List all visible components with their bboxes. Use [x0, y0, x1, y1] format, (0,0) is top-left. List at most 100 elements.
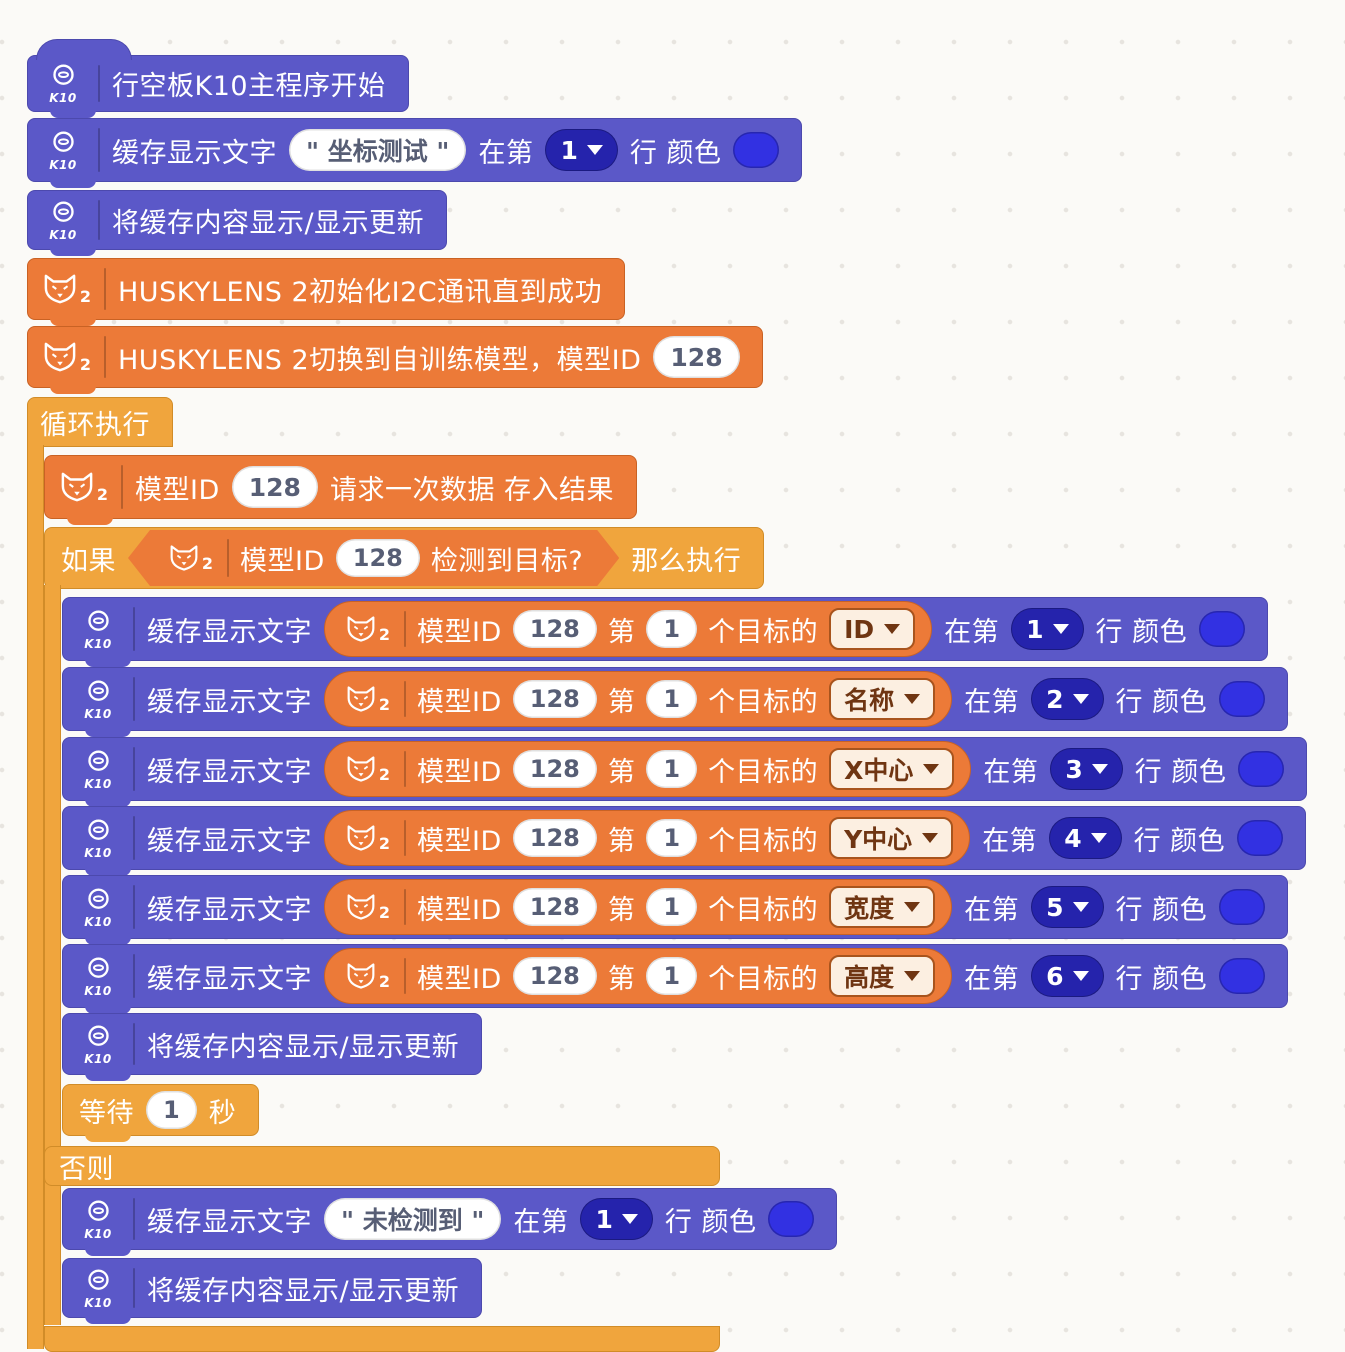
reporter-target-property[interactable]: 2 模型ID 128 第 1 个目标的 ID — [324, 601, 933, 657]
block-label: 第 — [607, 686, 636, 718]
huskylens-icon-sub: 2 — [378, 625, 391, 644]
separator — [133, 885, 135, 929]
row-number-dropdown[interactable]: 1 — [1011, 608, 1084, 650]
model-id-input[interactable]: 128 — [336, 539, 420, 577]
separator — [404, 820, 406, 856]
property-value: 名称 — [844, 686, 895, 715]
block-label: HUSKYLENS 2切换到自训练模型，模型ID — [118, 344, 642, 376]
block-label: 缓存显示文字 — [147, 825, 312, 857]
block-label: 缓存显示文字 — [147, 756, 312, 788]
block-label: 个目标的 — [708, 894, 819, 926]
text-input[interactable]: " 未检测到 " — [324, 1198, 502, 1240]
reporter-target-property[interactable]: 2 模型ID 128 第 1 个目标的 高度 — [324, 948, 953, 1004]
property-dropdown[interactable]: 高度 — [829, 955, 936, 997]
separator — [98, 200, 100, 240]
block-huskylens-switch-model[interactable]: 2 HUSKYLENS 2切换到自训练模型，模型ID 128 — [27, 326, 763, 394]
block-show-update[interactable]: K10 将缓存内容显示/显示更新 — [62, 1013, 483, 1081]
target-index-input[interactable]: 1 — [646, 957, 698, 995]
block-display-target-id[interactable]: K10 缓存显示文字 2 模型ID 128 第 1 个目标的 ID 在第 1 行… — [62, 597, 1269, 667]
model-id-input[interactable]: 128 — [231, 466, 318, 508]
wait-seconds-input[interactable]: 1 — [146, 1091, 197, 1129]
model-id-input[interactable]: 128 — [512, 750, 597, 788]
block-display-target-ycenter[interactable]: K10 缓存显示文字 2 模型ID 128 第 1 个目标的 Y中心 在第 4 … — [62, 806, 1307, 876]
color-swatch[interactable] — [1219, 889, 1266, 925]
block-show-update[interactable]: K10 将缓存内容显示/显示更新 — [62, 1258, 483, 1324]
reporter-target-property[interactable]: 2 模型ID 128 第 1 个目标的 X中心 — [324, 741, 972, 797]
block-start-hat[interactable]: K10 行空板K10主程序开始 — [27, 39, 409, 118]
color-swatch[interactable] — [1237, 820, 1284, 856]
target-index-input[interactable]: 1 — [646, 888, 698, 926]
row-number-dropdown[interactable]: 5 — [1031, 886, 1104, 928]
block-huskylens-init[interactable]: 2 HUSKYLENS 2初始化I2C通讯直到成功 — [27, 258, 626, 326]
property-dropdown[interactable]: Y中心 — [829, 817, 954, 859]
block-request-data[interactable]: 2 模型ID 128 请求一次数据 存入结果 — [44, 455, 638, 525]
model-id-input[interactable]: 128 — [512, 888, 597, 926]
row-number-dropdown[interactable]: 1 — [580, 1198, 653, 1240]
color-swatch[interactable] — [1219, 958, 1266, 994]
huskylens-icon-sub: 2 — [79, 355, 92, 374]
property-dropdown[interactable]: X中心 — [829, 748, 955, 790]
text-input[interactable]: " 坐标测试 " — [289, 129, 467, 171]
block-show-update[interactable]: K10 将缓存内容显示/显示更新 — [27, 190, 448, 256]
huskylens-icon: 2 — [341, 824, 393, 852]
property-dropdown[interactable]: ID — [829, 608, 916, 650]
target-index-input[interactable]: 1 — [646, 610, 698, 648]
property-value: 宽度 — [844, 894, 895, 923]
if-body-spine[interactable] — [44, 585, 61, 1325]
row-number-dropdown[interactable]: 6 — [1031, 955, 1104, 997]
property-dropdown[interactable]: 宽度 — [829, 886, 936, 928]
block-label: 在第 — [964, 894, 1020, 926]
row-number-value: 6 — [1046, 961, 1064, 991]
dropdown-arrow-icon — [621, 1214, 638, 1224]
property-value: ID — [844, 614, 875, 644]
reporter-target-property[interactable]: 2 模型ID 128 第 1 个目标的 名称 — [324, 671, 953, 727]
reporter-target-property[interactable]: 2 模型ID 128 第 1 个目标的 宽度 — [324, 879, 953, 935]
block-display-target-width[interactable]: K10 缓存显示文字 2 模型ID 128 第 1 个目标的 宽度 在第 5 行… — [62, 875, 1289, 945]
block-display-target-height[interactable]: K10 缓存显示文字 2 模型ID 128 第 1 个目标的 高度 在第 6 行… — [62, 944, 1289, 1014]
block-label: 行 颜色 — [1115, 963, 1208, 995]
target-index-input[interactable]: 1 — [646, 750, 698, 788]
row-number-dropdown[interactable]: 3 — [1050, 748, 1123, 790]
block-label: 将缓存内容显示/显示更新 — [147, 1275, 460, 1307]
block-loop-header[interactable]: 循环执行 — [27, 397, 173, 447]
row-number-dropdown[interactable]: 2 — [1031, 678, 1104, 720]
block-display-target-xcenter[interactable]: K10 缓存显示文字 2 模型ID 128 第 1 个目标的 X中心 在第 3 … — [62, 737, 1308, 807]
loop-body-spine[interactable] — [27, 445, 44, 1349]
block-label: 请求一次数据 存入结果 — [329, 474, 615, 506]
target-index-input[interactable]: 1 — [646, 680, 698, 718]
block-if-header[interactable]: 如果 2 模型ID 128 检测到目标? 那么执行 — [44, 527, 765, 589]
property-dropdown[interactable]: 名称 — [829, 678, 936, 720]
condition-detected-target[interactable]: 2 模型ID 128 检测到目标? — [128, 530, 619, 586]
reporter-target-property[interactable]: 2 模型ID 128 第 1 个目标的 Y中心 — [324, 810, 971, 866]
block-label: 模型ID — [135, 474, 220, 506]
color-swatch[interactable] — [1238, 751, 1285, 787]
connector-tab — [50, 180, 96, 188]
row-number-dropdown[interactable]: 4 — [1049, 817, 1122, 859]
block-if-bottom-cap[interactable] — [44, 1326, 720, 1352]
color-swatch[interactable] — [768, 1201, 815, 1237]
dropdown-arrow-icon — [1072, 971, 1089, 981]
model-id-input[interactable]: 128 — [512, 819, 597, 857]
model-id-input[interactable]: 128 — [512, 610, 597, 648]
model-id-input[interactable]: 128 — [512, 680, 597, 718]
k10-board-icon: K10 — [75, 1024, 121, 1065]
color-swatch[interactable] — [733, 132, 780, 168]
model-id-input[interactable]: 128 — [653, 336, 740, 378]
color-swatch[interactable] — [1199, 611, 1246, 647]
dropdown-arrow-icon — [923, 764, 940, 774]
target-index-input[interactable]: 1 — [646, 819, 698, 857]
huskylens-icon: 2 — [40, 273, 92, 305]
model-id-input[interactable]: 128 — [512, 957, 597, 995]
connector-tab — [67, 517, 113, 525]
block-label: 行 颜色 — [664, 1206, 757, 1238]
dropdown-arrow-icon — [884, 624, 901, 634]
block-display-target-name[interactable]: K10 缓存显示文字 2 模型ID 128 第 1 个目标的 名称 在第 2 行… — [62, 667, 1289, 737]
k10-icon-label: K10 — [84, 1051, 112, 1066]
block-cache-display-title[interactable]: K10 缓存显示文字 " 坐标测试 " 在第 1 行 颜色 — [27, 118, 803, 188]
block-wait[interactable]: 等待 1 秒 — [62, 1084, 260, 1142]
block-cache-display-notfound[interactable]: K10 缓存显示文字 " 未检测到 " 在第 1 行 颜色 — [62, 1188, 838, 1256]
block-else-bar[interactable]: 否则 — [44, 1146, 720, 1186]
row-number-dropdown[interactable]: 1 — [545, 129, 618, 171]
color-swatch[interactable] — [1219, 681, 1266, 717]
